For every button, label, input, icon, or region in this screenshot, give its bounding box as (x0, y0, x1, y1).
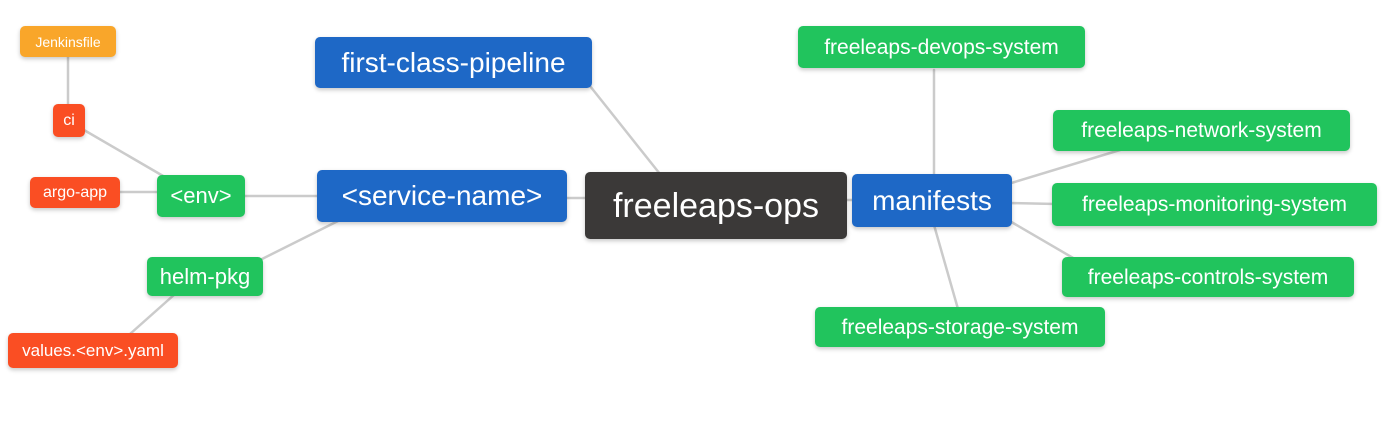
node-values-env-yaml[interactable]: values.<env>.yaml (8, 333, 178, 368)
node-freeleaps-storage-system[interactable]: freeleaps-storage-system (815, 307, 1105, 347)
node-argo-app[interactable]: argo-app (30, 177, 120, 208)
edge-values-helm-pkg (128, 292, 177, 336)
node-ci[interactable]: ci (53, 104, 85, 137)
edge-manifests-network-system (1006, 148, 1122, 186)
node-freeleaps-monitoring-system[interactable]: freeleaps-monitoring-system (1052, 183, 1377, 226)
node-freeleaps-network-system[interactable]: freeleaps-network-system (1053, 110, 1350, 151)
node-first-class-pipeline[interactable]: first-class-pipeline (315, 37, 592, 88)
edge-manifests-monitoring-system (1006, 201, 1058, 206)
edge-ci-env (82, 128, 172, 182)
node-service-name[interactable]: <service-name> (317, 170, 567, 222)
node-helm-pkg[interactable]: helm-pkg (147, 257, 263, 296)
node-freeleaps-controls-system[interactable]: freeleaps-controls-system (1062, 257, 1354, 297)
node-jenkinsfile[interactable]: Jenkinsfile (20, 26, 116, 57)
node-freeleaps-devops-system[interactable]: freeleaps-devops-system (798, 26, 1085, 68)
edge-first-class-pipeline-root (588, 84, 662, 176)
edge-manifests-storage-system (932, 223, 960, 311)
node-env[interactable]: <env> (157, 175, 245, 217)
edge-manifests-controls-system (1006, 218, 1082, 264)
node-freeleaps-ops[interactable]: freeleaps-ops (585, 172, 847, 239)
edge-helm-pkg-service-name (258, 218, 342, 262)
node-manifests[interactable]: manifests (852, 174, 1012, 227)
